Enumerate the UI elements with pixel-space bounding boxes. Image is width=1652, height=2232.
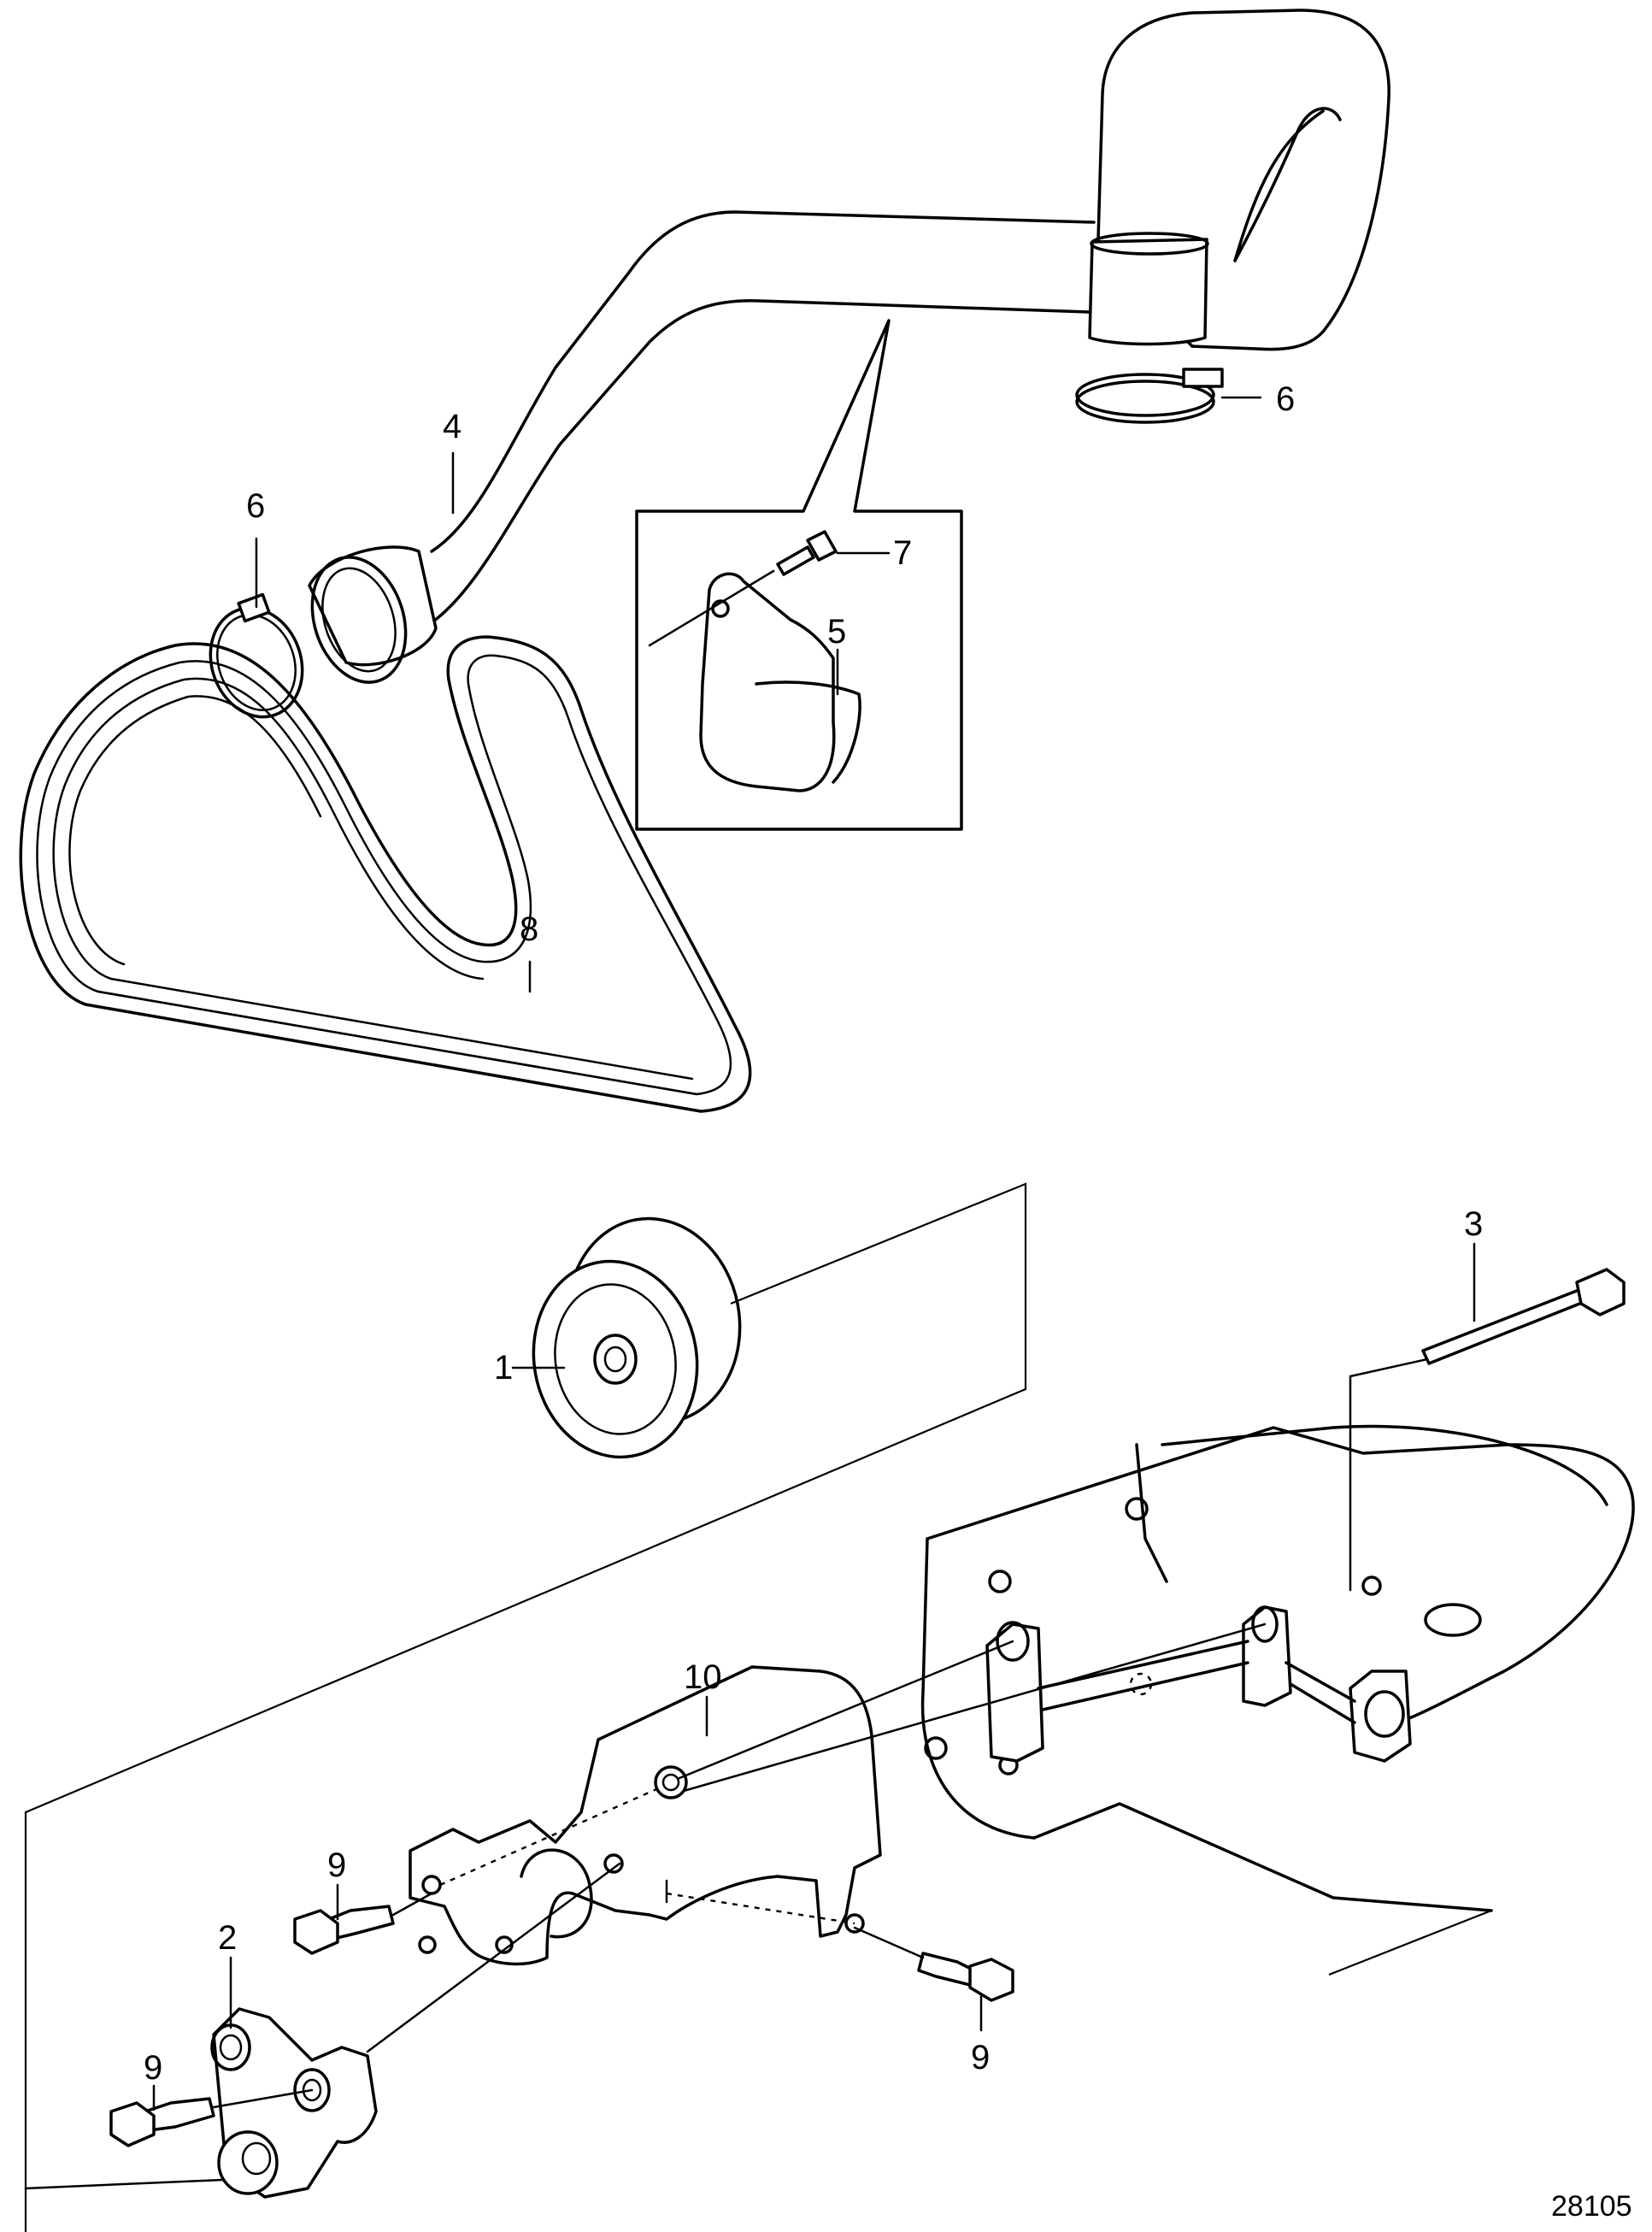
- long-bolt-part-3: [1349, 1268, 1626, 1592]
- callout-10: 10: [684, 1658, 722, 1696]
- callout-9-lower-left: 9: [144, 2049, 162, 2087]
- callout-1: 1: [494, 1349, 513, 1387]
- tensioner-pulley-part-1: [532, 1216, 742, 1459]
- bolt-part-9-right: [853, 1926, 1014, 2002]
- callout-2: 2: [218, 1919, 237, 1957]
- coolant-hose-part-4: [308, 9, 1390, 684]
- tensioner-bracket-part-10: [409, 1622, 1267, 1966]
- callout-6-lower: 6: [246, 487, 265, 525]
- hose-clamp-part-6-upper: [1075, 368, 1224, 424]
- callout-9-upper-left: 9: [327, 1846, 346, 1884]
- bolt-part-9-upper-left: [293, 1892, 433, 1955]
- hose-clamp-part-6-lower: [209, 592, 304, 719]
- callout-6-upper: 6: [1276, 380, 1295, 418]
- callout-7: 7: [893, 534, 912, 572]
- callout-8: 8: [520, 910, 538, 948]
- detail-inset-hose-clip: [635, 319, 963, 831]
- callout-4: 4: [443, 408, 462, 445]
- bolt-part-9-lower-left: [109, 2088, 314, 2147]
- engine-bracket: [920, 1424, 1635, 1912]
- idler-bracket-part-2: [24, 1862, 621, 2199]
- drive-belt-part-8: [19, 635, 752, 1113]
- callout-3: 3: [1464, 1205, 1483, 1243]
- reference-number: 28105: [1551, 2190, 1632, 2223]
- lower-assembly-frame: [24, 1182, 1492, 2232]
- callout-leaders: [152, 396, 1476, 2111]
- callout-5: 5: [827, 613, 846, 651]
- callout-9-right: 9: [971, 2039, 990, 2076]
